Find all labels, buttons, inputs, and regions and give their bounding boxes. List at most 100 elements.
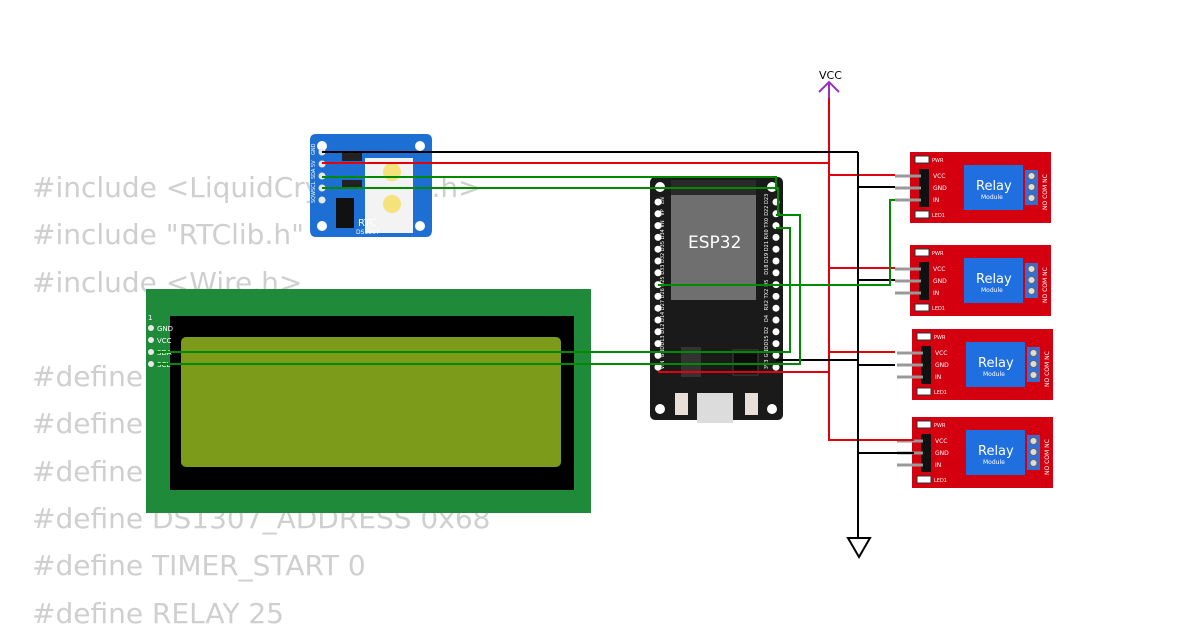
- rtc-chip-label: DS1307: [356, 229, 380, 236]
- relay-terminal[interactable]: [1027, 183, 1036, 191]
- relay-terminal[interactable]: [1029, 371, 1038, 379]
- relay-terminal[interactable]: [1029, 437, 1038, 445]
- code-line: #include <Wire.h>: [32, 265, 303, 299]
- esp32-pin-headers: ENVPVND34D35D32D33D25D26D27D14D12D13GNDV…: [654, 194, 780, 371]
- relay-pin[interactable]: [895, 174, 921, 178]
- relay-pwr-led: [916, 420, 932, 429]
- usb-port[interactable]: [697, 393, 733, 423]
- relay-title: Relay: [978, 444, 1014, 459]
- code-line: #define RELAY 25: [32, 596, 284, 630]
- rtc-battery: [383, 195, 401, 213]
- relay-terminal[interactable]: [1029, 459, 1038, 467]
- esp32-pin[interactable]: [772, 304, 780, 312]
- lcd-pin[interactable]: [148, 325, 154, 331]
- esp32-pin[interactable]: [772, 316, 780, 324]
- esp32-pin[interactable]: [654, 245, 662, 253]
- esp32-pin-label: D13: [660, 335, 666, 345]
- rtc-mount-hole: [415, 221, 425, 231]
- esp32-pin[interactable]: [654, 351, 662, 359]
- relay-pin-label: VCC: [935, 438, 947, 445]
- wire-vcc-main[interactable]: [828, 98, 914, 441]
- relay-terminal[interactable]: [1027, 276, 1036, 284]
- esp32-pin[interactable]: [772, 292, 780, 300]
- esp32-title: ESP32: [688, 233, 741, 253]
- esp32-pin[interactable]: [654, 328, 662, 336]
- wire-relay-in[interactable]: [658, 199, 895, 286]
- rtc-ic: [342, 180, 362, 188]
- lcd-pin[interactable]: [148, 337, 154, 343]
- esp32-pin[interactable]: [772, 245, 780, 253]
- lcd-pin[interactable]: [148, 361, 154, 367]
- wire-sda-lcd[interactable]: [155, 227, 791, 353]
- esp32-pin[interactable]: [654, 340, 662, 348]
- relay-terminal[interactable]: [1027, 265, 1036, 273]
- esp32-pin[interactable]: [654, 316, 662, 324]
- en-button[interactable]: [745, 393, 758, 415]
- esp32-pin[interactable]: [654, 233, 662, 241]
- vcc-symbol: VCC: [818, 69, 842, 98]
- esp32-pin-label: D15: [764, 335, 770, 345]
- relay-subtitle: Module: [983, 459, 1005, 466]
- esp32-pin[interactable]: [654, 363, 662, 371]
- relay-pin[interactable]: [897, 375, 923, 379]
- esp32-pin[interactable]: [772, 340, 780, 348]
- wire-scl-rtc[interactable]: [322, 187, 779, 215]
- esp32-pin[interactable]: [772, 257, 780, 265]
- relay-terminal-label: NO COM NC: [1042, 174, 1049, 210]
- relay-terminal-label: NO COM NC: [1044, 351, 1051, 387]
- relay-led-label: LED1: [934, 478, 947, 484]
- rtc-chip: [336, 198, 354, 228]
- esp32-pin[interactable]: [772, 328, 780, 336]
- lcd-pin[interactable]: [148, 349, 154, 355]
- esp32-pin[interactable]: [654, 198, 662, 206]
- relay-pin[interactable]: [895, 267, 921, 271]
- relay-pin[interactable]: [897, 351, 923, 355]
- esp32-pin[interactable]: [654, 304, 662, 312]
- esp32-pin[interactable]: [654, 257, 662, 265]
- esp32-pin[interactable]: [654, 222, 662, 230]
- relay-terminal[interactable]: [1029, 349, 1038, 357]
- esp32-mount-hole: [655, 404, 665, 414]
- esp32-pin[interactable]: [772, 363, 780, 371]
- relay-subtitle: Module: [981, 194, 1003, 201]
- relay-pin[interactable]: [897, 363, 923, 367]
- esp32-pin[interactable]: [654, 292, 662, 300]
- relay-terminal[interactable]: [1027, 287, 1036, 295]
- relay-pin[interactable]: [895, 198, 921, 202]
- wire-sda-rtc[interactable]: [322, 176, 777, 190]
- relay-pin-header: [921, 434, 931, 472]
- lcd-screen: [181, 337, 561, 467]
- relay-terminal[interactable]: [1027, 194, 1036, 202]
- esp32-pin[interactable]: [654, 269, 662, 277]
- relay-pin[interactable]: [895, 279, 921, 283]
- relay-terminal[interactable]: [1029, 360, 1038, 368]
- esp32-pin[interactable]: [772, 269, 780, 277]
- esp32-board[interactable]: ESP32 ENVPVND34D35D32D33D25D26D27D14D12D…: [650, 177, 783, 423]
- relay-pin[interactable]: [895, 186, 921, 190]
- relay-terminal-label: NO COM NC: [1042, 267, 1049, 303]
- relay-led-label: LED1: [932, 306, 945, 312]
- wire-scl-lcd[interactable]: [155, 214, 801, 365]
- esp32-pin-label: VP: [660, 209, 666, 215]
- relay-pin[interactable]: [897, 463, 923, 467]
- esp32-pin[interactable]: [772, 233, 780, 241]
- relay-terminal[interactable]: [1029, 448, 1038, 456]
- rtc-pin[interactable]: [318, 196, 326, 204]
- relay-pin-header: [919, 169, 929, 207]
- esp32-pin[interactable]: [654, 210, 662, 218]
- esp32-pin-label: D25: [660, 276, 666, 286]
- relay-pin[interactable]: [895, 291, 921, 295]
- relay-pin-label: VCC: [935, 350, 947, 357]
- boot-button[interactable]: [675, 393, 688, 415]
- esp32-pin[interactable]: [772, 351, 780, 359]
- esp32-pin-label: D14: [660, 312, 666, 322]
- relay-terminal[interactable]: [1027, 172, 1036, 180]
- relay-pin-header: [919, 262, 929, 300]
